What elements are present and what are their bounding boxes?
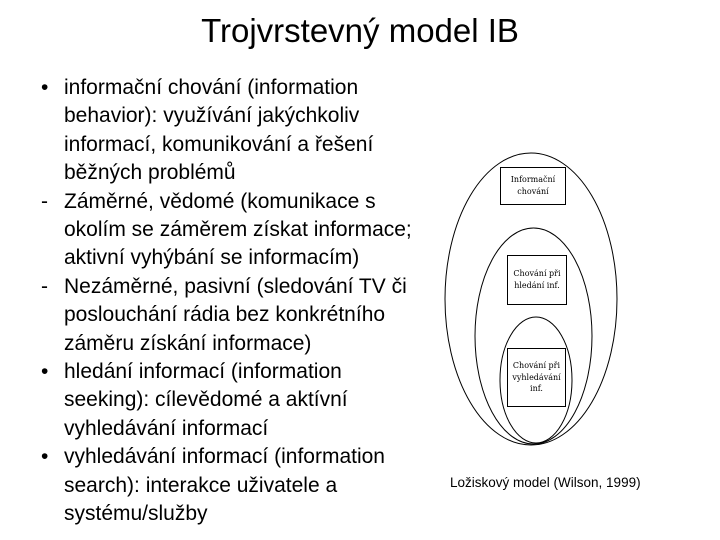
ellipses-canvas bbox=[444, 152, 618, 446]
list-item: • informační chování (information behavi… bbox=[38, 74, 468, 188]
bullet-marker: • bbox=[41, 445, 49, 469]
list-item-text: Nezáměrné, pasivní (sledování TV či posl… bbox=[64, 274, 407, 355]
layer-label-information-search: Chování při vyhledávání inf. bbox=[507, 348, 566, 407]
layer-label-information-behavior: Informační chování bbox=[500, 167, 566, 205]
list-item: - Nezáměrné, pasivní (sledování TV či po… bbox=[38, 273, 468, 358]
bullet-list: • informační chování (information behavi… bbox=[38, 74, 468, 529]
list-item-text: Záměrné, vědomé (komunikace s okolím se … bbox=[64, 189, 412, 270]
list-item-text: vyhledávání informací (information searc… bbox=[64, 445, 385, 526]
layer-label-information-seeking: Chování při hledání inf. bbox=[507, 255, 567, 305]
page-title: Trojvrstevný model IB bbox=[201, 12, 519, 49]
list-item-text: hledání informací (information seeking):… bbox=[64, 360, 348, 440]
bullet-marker: • bbox=[41, 76, 49, 99]
list-item: - Záměrné, vědomé (komunikace s okolím s… bbox=[38, 188, 468, 273]
list-item: • hledání informací (information seeking… bbox=[38, 358, 468, 443]
middle-ellipse bbox=[474, 227, 593, 445]
bullet-marker: • bbox=[41, 360, 49, 384]
inner-ellipse bbox=[499, 316, 573, 444]
list-item: • vyhledávání informací (information sea… bbox=[38, 443, 468, 528]
diagram-caption: Ložiskový model (Wilson, 1999) bbox=[450, 475, 641, 490]
nested-ellipse-diagram: Informační chování Chování při hledání i… bbox=[440, 145, 660, 457]
outer-ellipse bbox=[444, 152, 618, 446]
dash-marker: - bbox=[41, 274, 48, 298]
list-item-text: informační chování (information behavior… bbox=[64, 76, 374, 185]
dash-marker: - bbox=[41, 189, 48, 213]
